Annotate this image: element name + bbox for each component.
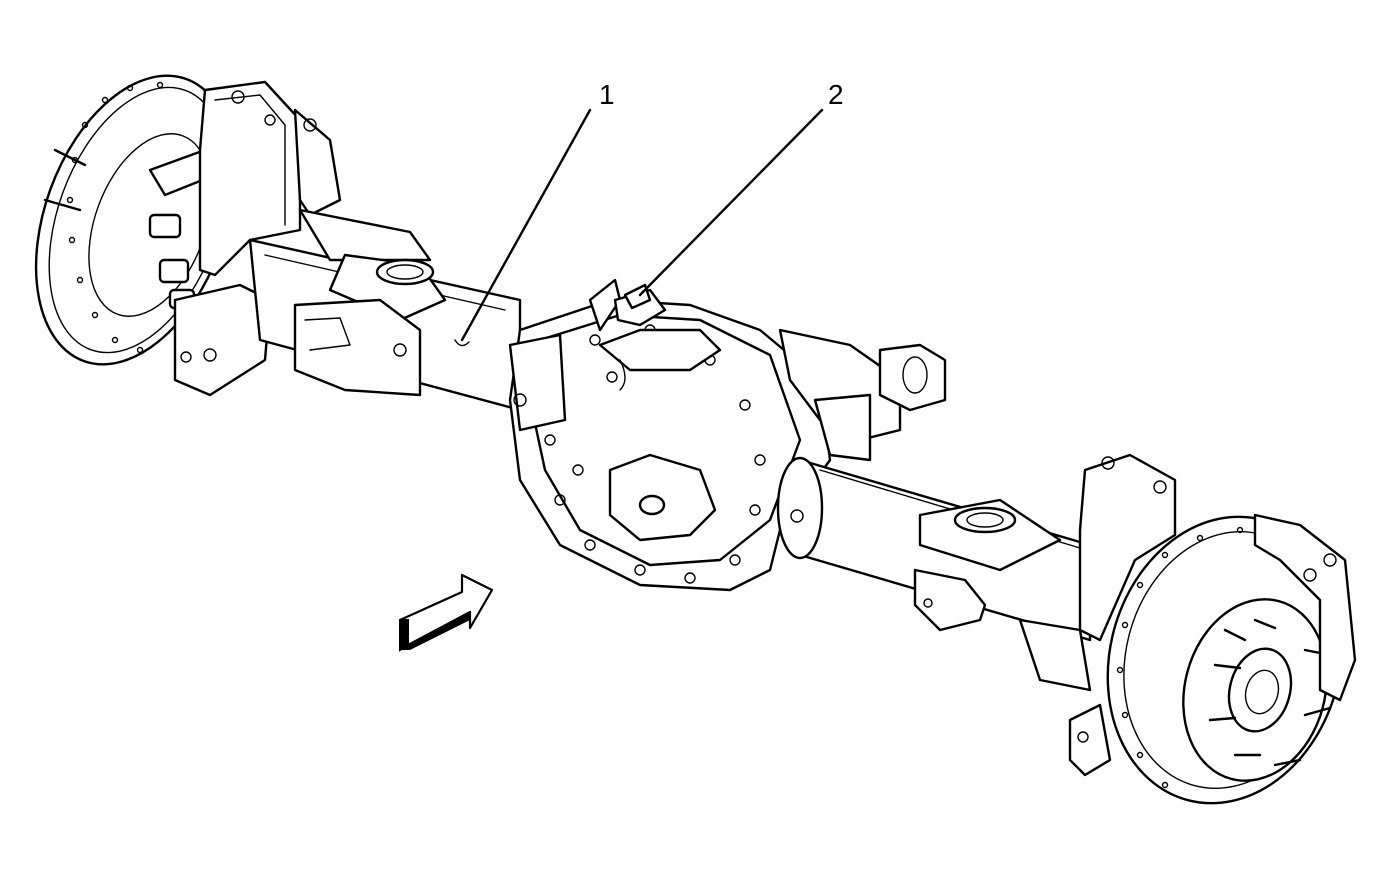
left-spring-bracket <box>173 80 342 397</box>
callout-2-label: 2 <box>828 79 844 110</box>
callout-2: 2 <box>638 79 844 297</box>
right-spring-bracket <box>1068 453 1177 777</box>
differential-carrier <box>508 278 832 592</box>
left-axle-tube <box>248 208 522 412</box>
pinion-yoke <box>778 328 947 462</box>
right-brake-rotor <box>1106 513 1357 805</box>
callout-1-label: 1 <box>599 79 615 110</box>
callout-1-leader <box>460 108 592 342</box>
left-brake-rotor <box>34 74 236 366</box>
callout-1: 1 <box>460 79 615 342</box>
right-axle-tube <box>776 456 1092 692</box>
direction-arrow-icon <box>398 573 494 652</box>
callout-2-leader <box>638 108 824 297</box>
